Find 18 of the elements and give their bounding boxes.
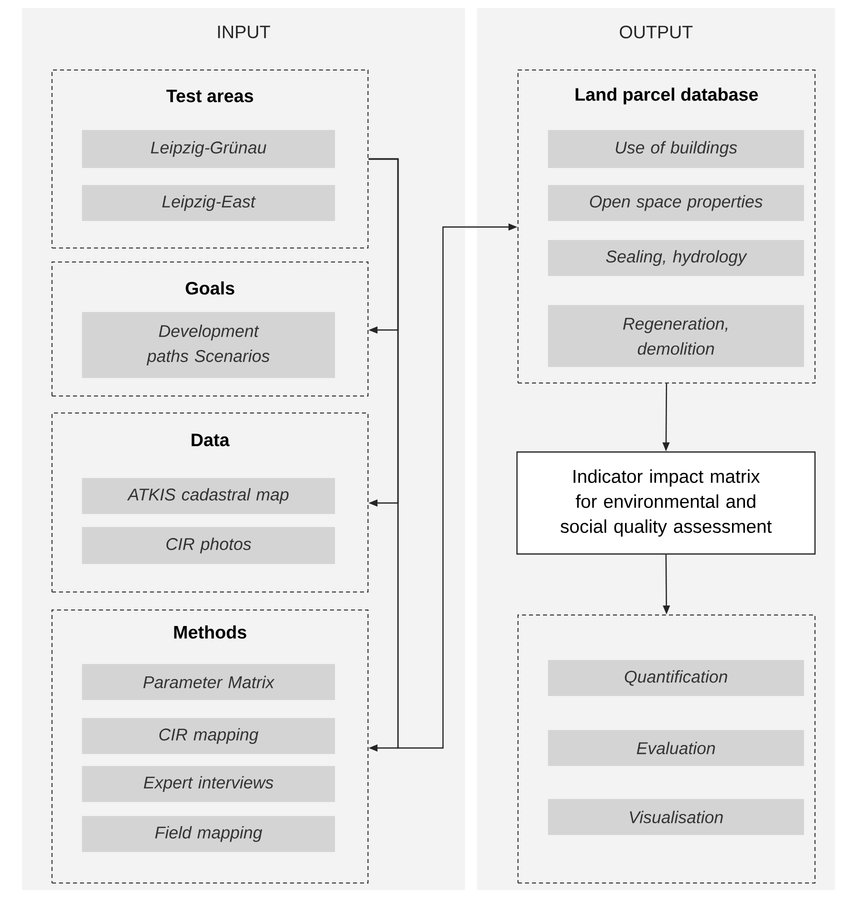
item-box: Expert interviews <box>82 766 335 802</box>
item-box: Development paths Scenarios <box>82 312 335 378</box>
item-box: Field mapping <box>82 816 335 852</box>
item-box: Quantification <box>548 660 804 696</box>
item-box: Regeneration, demolition <box>548 305 804 367</box>
item-box: Open space properties <box>548 185 804 221</box>
item-box: Leipzig-East <box>82 185 335 221</box>
item-box: Evaluation <box>548 730 804 766</box>
item-box: Use of buildings <box>548 130 804 168</box>
item-box: Sealing, hydrology <box>548 240 804 276</box>
item-box: CIR mapping <box>82 718 335 754</box>
process-box: Indicator impact matrix for environmental and social quality assessment <box>516 451 816 555</box>
item-box: Leipzig-Grünau <box>82 130 335 168</box>
item-box: CIR photos <box>82 527 335 564</box>
dashed-box <box>518 614 816 884</box>
item-box: Visualisation <box>548 799 804 835</box>
item-box: Parameter Matrix <box>82 664 335 700</box>
item-box: ATKIS cadastral map <box>82 478 335 514</box>
